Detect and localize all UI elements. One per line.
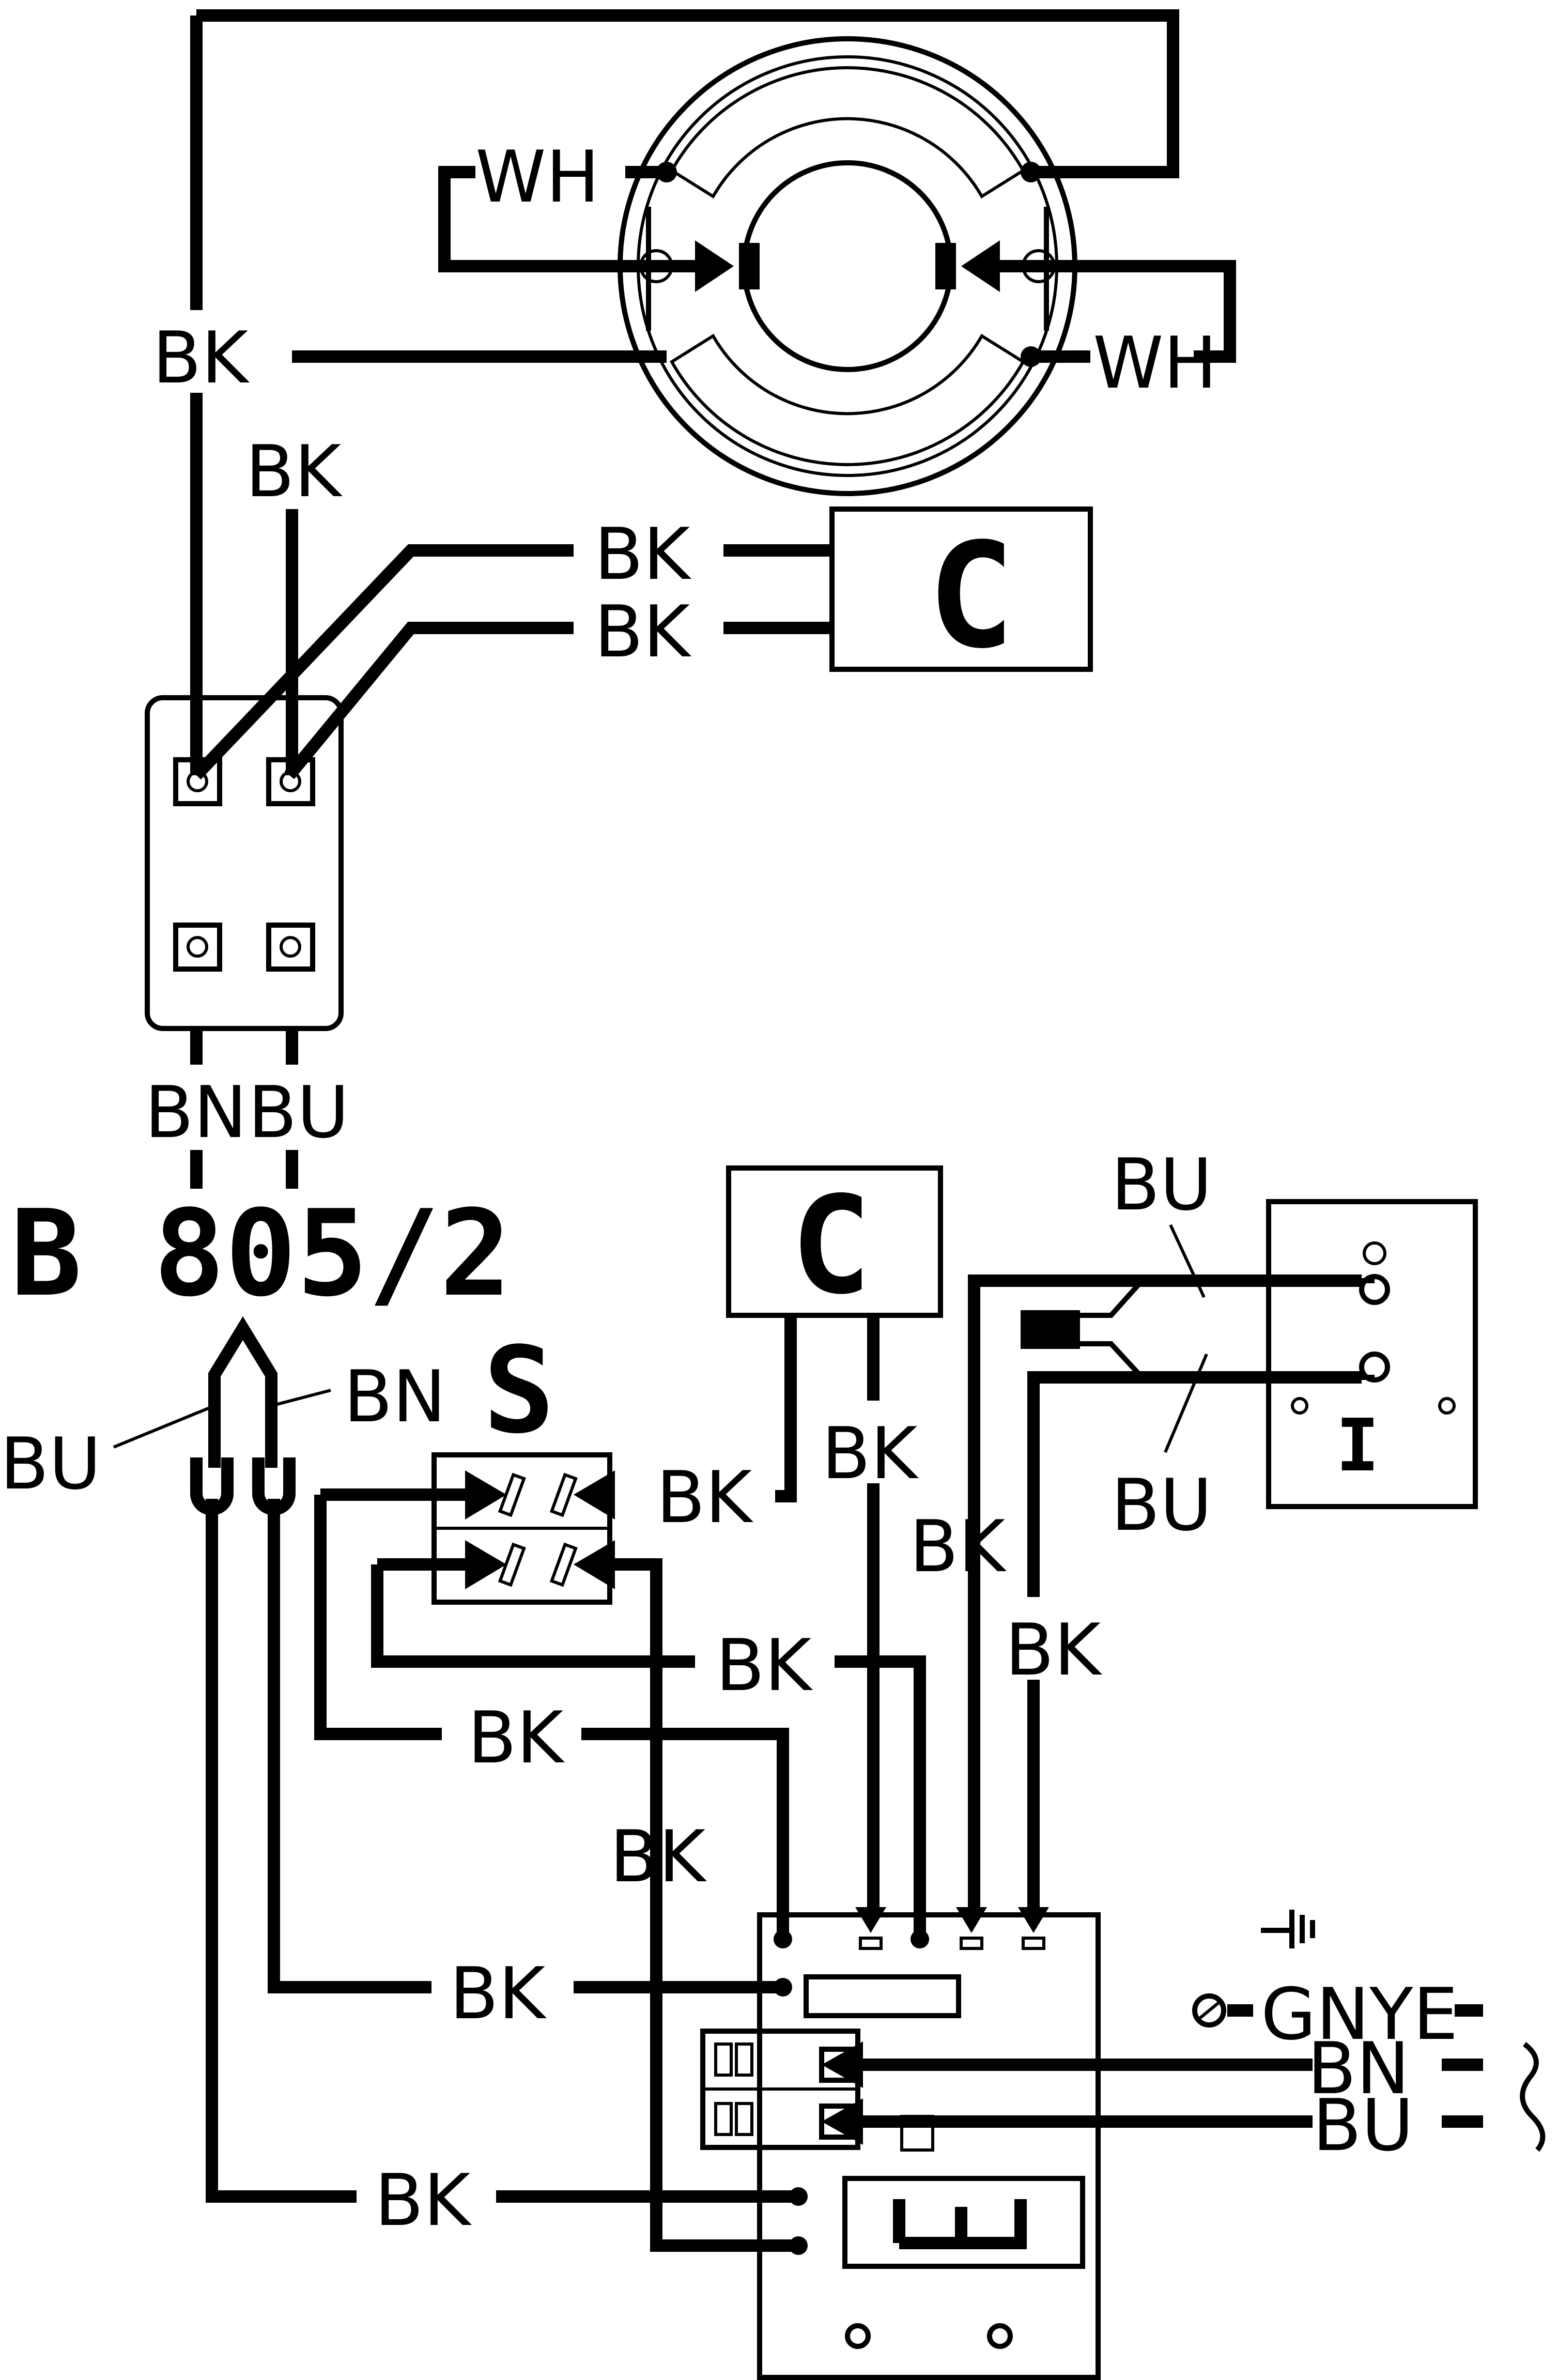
label-bn-plug: BN xyxy=(344,1355,446,1438)
label-gnye-mains: GNYE xyxy=(1261,1973,1458,2056)
capacitor-top: C xyxy=(829,506,1093,681)
label-bk-plug-bu: BK xyxy=(375,2159,472,2242)
label-bu-indicator-bottom: BU xyxy=(1111,1464,1212,1547)
label-bk-cap1: BK xyxy=(594,513,692,596)
label-wh-right: WH xyxy=(1093,321,1217,405)
label-bk-plug-bn: BK xyxy=(450,1952,547,2035)
label-bk-indicator1: BK xyxy=(909,1505,1007,1588)
earth-icon xyxy=(1192,1910,1315,2028)
cable-break-icon xyxy=(1520,2042,1546,2152)
model-title: B 805/2 xyxy=(10,1185,511,1323)
label-bu-indicator-top: BU xyxy=(1111,1143,1212,1226)
motor-rotor xyxy=(742,160,953,372)
label-bk-cap2: BK xyxy=(594,590,692,673)
label-bn-mains: BN xyxy=(1307,2027,1410,2110)
label-bk-cap-bottom: BK xyxy=(822,1412,919,1495)
indicator-light: I xyxy=(1266,1199,1478,1509)
label-bu-terminal: BU xyxy=(248,1071,349,1154)
plug-connector xyxy=(190,1316,296,1515)
indicator-label: I xyxy=(1336,1404,1379,1488)
label-wh-top: WH xyxy=(475,135,599,219)
label-bk-upper: BK xyxy=(245,430,343,513)
capacitor-bottom-label: C xyxy=(791,1168,872,1324)
label-bk-vertical: BK xyxy=(610,1815,707,1898)
switch: S xyxy=(431,1322,615,1605)
terminal-block xyxy=(145,695,344,1031)
label-bu-mains: BU xyxy=(1313,2084,1414,2167)
label-bk-indicator2: BK xyxy=(1005,1608,1103,1692)
capacitor-bottom: C xyxy=(726,1165,943,1324)
label-bk-switch-mid: BK xyxy=(716,1624,813,1707)
label-bn-terminal: BN xyxy=(145,1071,247,1154)
switch-label: S xyxy=(483,1322,554,1460)
label-bk-left: BK xyxy=(152,316,250,400)
capacitor-top-label: C xyxy=(928,512,1015,681)
label-bk-switch-low: BK xyxy=(468,1696,565,1779)
indicator-clip xyxy=(1021,1310,1080,1349)
label-bk-switch-in: BK xyxy=(656,1456,754,1539)
label-bu-plug: BU xyxy=(0,1422,101,1506)
controller-board xyxy=(700,1907,1101,2380)
